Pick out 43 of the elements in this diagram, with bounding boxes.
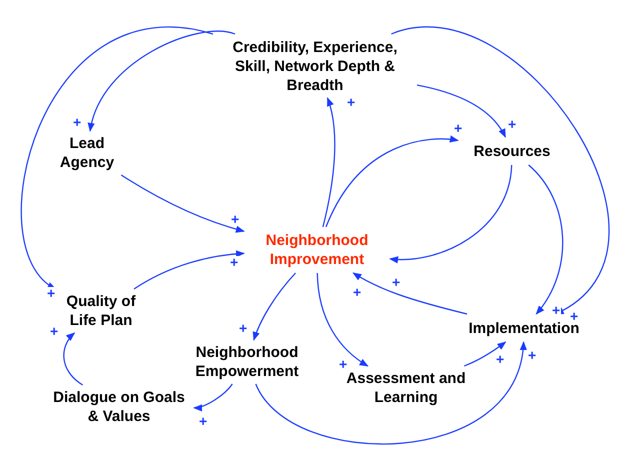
polarity-sign: +: [49, 325, 60, 337]
polarity-sign: +: [230, 213, 240, 225]
polarity-sign: +: [495, 353, 506, 365]
arrow: [21, 26, 214, 290]
arrow: [528, 164, 564, 315]
variable-label: Assessment and Learning: [345, 369, 467, 407]
arrow: [255, 341, 526, 444]
variable-label: Resources: [474, 142, 550, 160]
arrow: [416, 84, 506, 138]
arrow: [63, 332, 84, 386]
arrow: [391, 26, 610, 314]
polarity-sign: +: [551, 304, 562, 316]
polarity-sign: +: [72, 116, 82, 128]
arrow: [389, 164, 512, 263]
polarity-sign: +: [338, 358, 348, 370]
polarity-sign: +: [453, 122, 464, 134]
arrow: [322, 97, 336, 228]
arrow: [193, 384, 233, 411]
variable-label: Dialogue on Goals & Values: [52, 388, 186, 426]
arrow: [316, 272, 369, 366]
arrow: [253, 272, 296, 341]
polarity-sign: +: [238, 322, 248, 334]
polarity-sign: +: [527, 349, 538, 361]
arrow: [464, 341, 506, 367]
variable-label: Neighborhood Empowerment: [194, 343, 300, 381]
arrow: [134, 250, 245, 290]
arrow: [352, 272, 468, 315]
variable-label: Lead Agency: [58, 134, 116, 172]
variable-label: Implementation: [468, 320, 580, 338]
polarity-sign: +: [507, 118, 518, 130]
variable-label: Credibility, Experience, Skill, Network Depth & Breadth: [232, 38, 398, 94]
focal-variable-label: Neighborhood Improvement: [264, 231, 370, 269]
arrow: [325, 136, 459, 228]
polarity-sign: +: [569, 310, 580, 322]
polarity-sign: +: [391, 276, 402, 288]
polarity-sign: +: [229, 256, 240, 268]
polarity-sign: +: [198, 415, 208, 427]
arrow: [88, 30, 236, 132]
polarity-sign: +: [346, 96, 356, 108]
variable-label: Quality of Life Plan: [65, 292, 137, 330]
polarity-sign: +: [352, 286, 362, 298]
polarity-sign: +: [46, 287, 56, 299]
arrow: [120, 174, 245, 233]
